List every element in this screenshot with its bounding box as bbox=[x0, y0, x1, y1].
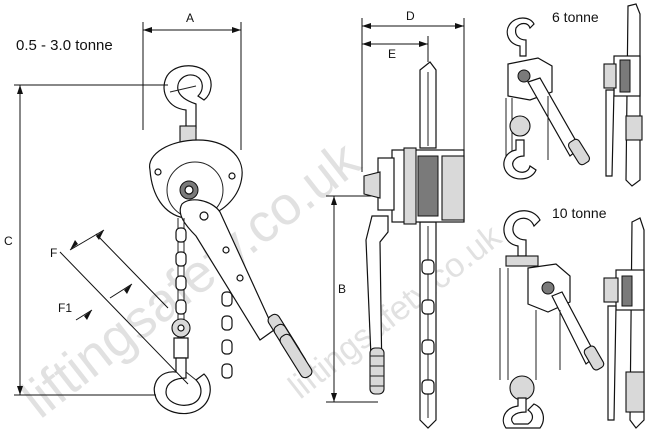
six-tonne-label: 6 tonne bbox=[552, 9, 599, 25]
lever-grip bbox=[267, 313, 313, 379]
dim-a-label: A bbox=[186, 11, 194, 25]
dim-c: C bbox=[4, 84, 168, 396]
dim-a: A bbox=[142, 11, 242, 150]
dim-b-label: B bbox=[338, 282, 346, 296]
dim-f-label: F bbox=[50, 246, 57, 260]
dim-f1-label: F1 bbox=[58, 301, 72, 315]
lever-handle bbox=[179, 199, 275, 341]
ten-tonne-views: 10 tonne bbox=[499, 205, 645, 429]
dim-d-label: D bbox=[406, 9, 415, 23]
watermark-text-small: liftingsafety.co.uk bbox=[282, 217, 510, 407]
side-lever-grip bbox=[369, 347, 385, 395]
ten-side-lever bbox=[607, 305, 617, 421]
ten-grip bbox=[583, 345, 605, 371]
ten-side-block bbox=[625, 371, 645, 413]
dim-f: F F1 bbox=[50, 229, 189, 385]
dim-e-label: E bbox=[388, 47, 396, 61]
dim-b: B bbox=[326, 195, 378, 403]
six-side-block bbox=[625, 115, 643, 141]
side-knob bbox=[363, 171, 381, 199]
six-bottom-block bbox=[509, 115, 531, 137]
dim-e: E bbox=[362, 36, 429, 62]
hoist-housing bbox=[149, 139, 243, 219]
six-bottom-hook bbox=[503, 139, 537, 180]
ten-top-hook bbox=[503, 210, 541, 257]
six-top-hook bbox=[506, 17, 535, 57]
load-chain-right bbox=[221, 291, 233, 379]
six-side-lever bbox=[605, 89, 615, 177]
main-front-view: A C F F1 0.5 - 3.0 tonne bbox=[4, 11, 313, 415]
side-plate-left bbox=[403, 147, 417, 225]
ten-bottom-block bbox=[509, 375, 535, 401]
capacity-range-label: 0.5 - 3.0 tonne bbox=[16, 37, 113, 54]
six-grip bbox=[567, 138, 591, 166]
dim-c-label: C bbox=[4, 234, 13, 248]
bottom-hook bbox=[153, 357, 211, 415]
side-lever bbox=[365, 215, 389, 381]
side-view: D E B bbox=[326, 9, 465, 429]
ten-bottom-hook bbox=[502, 397, 544, 429]
side-plate-right bbox=[441, 155, 465, 221]
ten-side-knob bbox=[603, 277, 619, 303]
ten-tonne-label: 10 tonne bbox=[552, 205, 607, 221]
six-side-knob bbox=[603, 63, 617, 89]
six-tonne-views: 6 tonne bbox=[503, 3, 643, 187]
bottom-hook-swivel bbox=[173, 337, 189, 359]
ten-top-beam bbox=[505, 255, 539, 267]
top-hook bbox=[163, 65, 212, 129]
